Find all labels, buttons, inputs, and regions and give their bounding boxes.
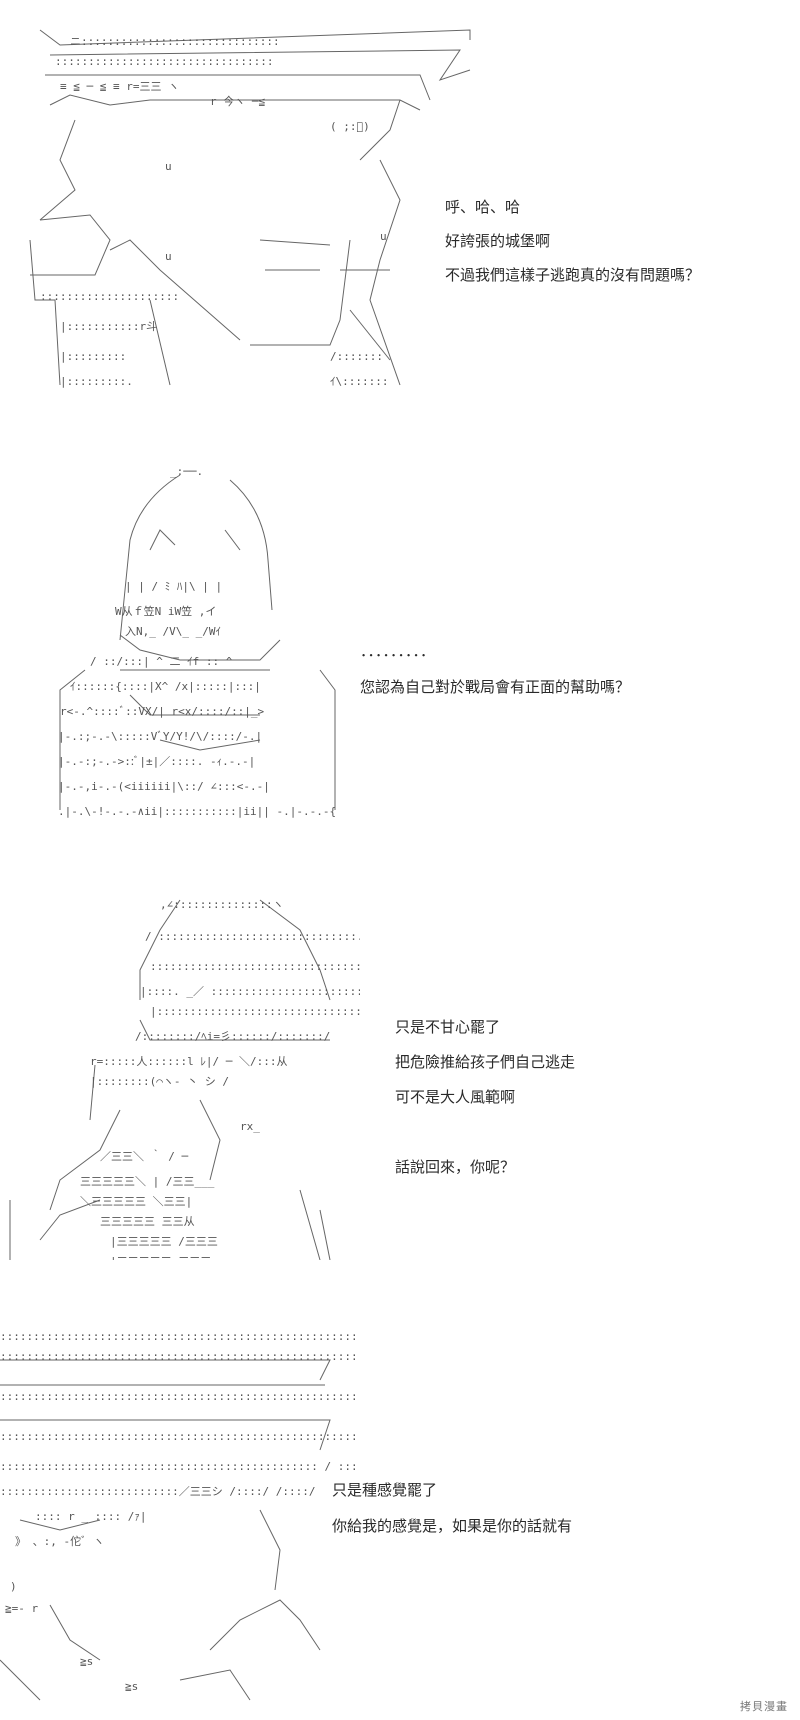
dialog-line xyxy=(395,1115,575,1150)
dialog-line: 您認為自己對於戰局會有正面的幫助嗎？ xyxy=(360,678,631,696)
svg-text:≡ ≦ ─ ≦ ≡ r=三三 ヽ: ≡ ≦ ─ ≦ ≡ r=三三 ヽ xyxy=(60,80,179,93)
ascii-art-character-4: ::::::::::::::::::::::::::::::::::::::::… xyxy=(0,1320,360,1710)
dialog-box-1: 呼、哈、哈 好誇張的城堡啊 不過我們這樣子逃跑真的沒有問題嗎？ xyxy=(445,190,700,292)
svg-text:ｲ::::::{::::|X^ /x|:::::|:::|: ｲ::::::{::::|X^ /x|:::::|:::| xyxy=(70,680,261,693)
svg-text:|::::. _／ ::::::::::::::::::::: |::::. _／ ::::::::::::::::::::::::::≧=- xyxy=(140,985,360,998)
svg-text:＼三三三三三 ＼三三|: ＼三三三三三 ＼三三| xyxy=(80,1195,192,1208)
svg-text:.|-.\-!-.-.-∧ii|:::::::::::|ii: .|-.\-!-.-.-∧ii|:::::::::::|ii|| -.|-.-.… xyxy=(58,805,336,818)
svg-text:::::::::::::::::::::::::::::::: ::::::::::::::::::::::::::::::::::::::::… xyxy=(0,1350,360,1363)
svg-text:ｲ\:::::::: ｲ\::::::: xyxy=(330,375,388,388)
svg-text:|:::::::::::::::::::::::::::::: |:::::::::::::::::::::::::::::::::::::::… xyxy=(150,1005,360,1018)
svg-text::::::::::::::::::::::::::::／三三: :::::::::::::::::::::::::::／三三シ /::::/ /… xyxy=(0,1485,316,1498)
panel-1: ニ:::::::::::::::::::::::::::::: ::::::::… xyxy=(0,0,800,400)
svg-text:|::::::::(⌒ヽ- 丶 シ /: |::::::::(⌒ヽ- 丶 シ / xyxy=(90,1075,229,1088)
dialog-line: 可不是大人風範啊 xyxy=(395,1088,516,1106)
svg-text:::::::::::::::::::::::::::::::: ::::::::::::::::::::::::::::::::: xyxy=(55,55,274,68)
panel-4: ::::::::::::::::::::::::::::::::::::::::… xyxy=(0,1320,800,1720)
dialog-box-2: ．．．．．．．．． 您認為自己對於戰局會有正面的幫助嗎？ xyxy=(360,633,630,705)
svg-text:/ ::::::::::::::::::::::::::::: / ::::::::::::::::::::::::::::::.ヽ xyxy=(145,930,360,943)
svg-text:|-.-,i-.-(<iiiiii|\::/ ∠:::<-.: |-.-,i-.-(<iiiiii|\::/ ∠:::<-.-| xyxy=(58,780,270,793)
panel-3: ,∠:::::::::::::::ヽ / :::::::::::::::::::… xyxy=(0,880,800,1260)
svg-text:|-.-:;-.->::ﾞ|±|／::::. -ｨ.-.-|: |-.-:;-.->::ﾞ|±|／::::. -ｨ.-.-| xyxy=(58,755,255,768)
dialog-line: ．．．．．．．．． xyxy=(360,642,436,660)
svg-text:三三三三三＼ | /三三___: 三三三三三＼ | /三三___ xyxy=(80,1175,215,1188)
dialog-line: 只是種感覺罷了 xyxy=(332,1481,438,1499)
svg-text:W从ｆ笠N iW笠 ,イ: W从ｆ笠N iW笠 ,イ xyxy=(115,604,216,618)
svg-text:_:──.: _:──. xyxy=(170,465,203,478)
ascii-art-character-2: _:──. | | / ﾐ ﾊ|\ | | W从ｆ笠N iW笠 ,イ 入N,_ … xyxy=(0,440,360,830)
svg-text:/:::::::: /::::::: xyxy=(330,350,383,363)
svg-text:|:::::::::::r斗: |:::::::::::r斗 xyxy=(60,320,157,333)
svg-text:::::::::::::::::::::::::::::::: ::::::::::::::::::::::::::::::::::::: xyxy=(150,960,360,973)
svg-text:r=:::::人::::::l ﾚ|/ ─ ＼/:::从: r=:::::人::::::l ﾚ|/ ─ ＼/:::从 xyxy=(90,1055,287,1068)
svg-text:入N,_ /V\_ _/Wｲ: 入N,_ /V\_ _/Wｲ xyxy=(125,625,221,638)
svg-text:::::::::::::::::::::::::::::::: ::::::::::::::::::::::::::::::::::::::::… xyxy=(0,1430,360,1443)
ascii-art-character-1: ニ:::::::::::::::::::::::::::::: ::::::::… xyxy=(0,0,480,400)
svg-text:ニ:::::::::::::::::::::::::::::: ニ:::::::::::::::::::::::::::::: xyxy=(70,35,280,48)
svg-text:rx_: rx_ xyxy=(240,1120,260,1133)
ascii-art-character-3: ,∠:::::::::::::::ヽ / :::::::::::::::::::… xyxy=(0,880,360,1260)
svg-text:/::::::::/ﾍi=彡::::::/:::::::/: /::::::::/ﾍi=彡::::::/:::::::/ xyxy=(135,1030,330,1043)
svg-text:≧=- r: ≧=- r xyxy=(5,1602,38,1615)
svg-text:| | / ﾐ ﾊ|\ | |: | | / ﾐ ﾊ|\ | | xyxy=(125,580,222,593)
svg-text:三三三三三 三三从: 三三三三三 三三从 xyxy=(100,1215,195,1228)
panel-2: _:──. | | / ﾐ ﾊ|\ | | W从ｆ笠N iW笠 ,イ 入N,_ … xyxy=(0,440,800,830)
svg-text:|:::::::::.: |:::::::::. xyxy=(60,375,133,388)
svg-text:,∠:::::::::::::::ヽ: ,∠:::::::::::::::ヽ xyxy=(160,898,284,911)
dialog-line: 話說回來，你呢？ xyxy=(395,1158,516,1176)
dialog-line: 你給我的感覺是，如果是你的話就有 xyxy=(332,1517,573,1535)
dialog-box-4: 只是種感覺罷了 你給我的感覺是，如果是你的話就有 xyxy=(332,1472,572,1544)
svg-text:／三三＼ ｀ / ─: ／三三＼ ｀ / ─ xyxy=(100,1148,188,1163)
dialog-line: 好誇張的城堡啊 xyxy=(445,232,551,250)
svg-text:|:::::::::: |::::::::: xyxy=(60,350,126,363)
svg-text:u: u xyxy=(165,160,172,173)
dialog-line: 呼、哈、哈 xyxy=(445,198,521,216)
svg-text::::: r _: :::: r _ :::: /ｧ| xyxy=(35,1510,146,1523)
svg-text:::::::::::::::::::::::::::::::: ::::::::::::::::::::::::::::::::::::::::… xyxy=(0,1390,360,1403)
svg-text:|-.:;-.-\:::::VﾞY/Y!/\/::::/-.: |-.:;-.-\:::::VﾞY/Y!/\/::::/-.| xyxy=(58,730,262,743)
svg-text:r<-.^::::ﾞ::VX/| r<x/::::/::|: r<-.^::::ﾞ::VX/| r<x/::::/::|_> xyxy=(60,705,265,718)
svg-text:|三三三三三 /三三三: |三三三三三 /三三三 xyxy=(110,1235,218,1248)
svg-text:/ ::/:::| ^ 二 ｲf :: ^: / ::/:::| ^ 二 ｲf :: ^ xyxy=(90,655,233,668)
svg-text:》 、:, -佗ﾞ ヽ: 》 、:, -佗ﾞ ヽ xyxy=(15,1534,104,1548)
dialog-line: 把危險推給孩子們自己逃走 xyxy=(395,1053,576,1071)
svg-text::::::::::::::::::::::: ::::::::::::::::::::: xyxy=(40,290,179,303)
dialog-line: 不過我們這樣子逃跑真的沒有問題嗎？ xyxy=(445,266,701,284)
svg-text:u: u xyxy=(165,250,172,263)
svg-text:::::::::::::::::::::::::::::::: ::::::::::::::::::::::::::::::::::::::::… xyxy=(0,1460,360,1473)
svg-text:r 今ヽ ─≦: r 今ヽ ─≦ xyxy=(210,94,265,108)
watermark-text: 拷貝漫畫 xyxy=(740,1700,788,1713)
svg-text:( ;:ﾞ): ( ;:ﾞ) xyxy=(330,120,370,133)
svg-text:|三三三三三 三三三: |三三三三三 三三三 xyxy=(110,1255,211,1260)
svg-text:): ) xyxy=(10,1580,17,1593)
svg-text:u: u xyxy=(380,230,387,243)
dialog-line: 只是不甘心罷了 xyxy=(395,1018,501,1036)
dialog-box-3: 只是不甘心罷了 把危險推給孩子們自己逃走 可不是大人風範啊 話說回來，你呢？ xyxy=(395,1010,575,1185)
svg-text:::::::::::::::::::::::::::::::: ::::::::::::::::::::::::::::::::::::::::… xyxy=(0,1330,360,1343)
svg-text:≧s: ≧s xyxy=(80,1655,93,1668)
svg-text:≧s: ≧s xyxy=(125,1680,138,1693)
